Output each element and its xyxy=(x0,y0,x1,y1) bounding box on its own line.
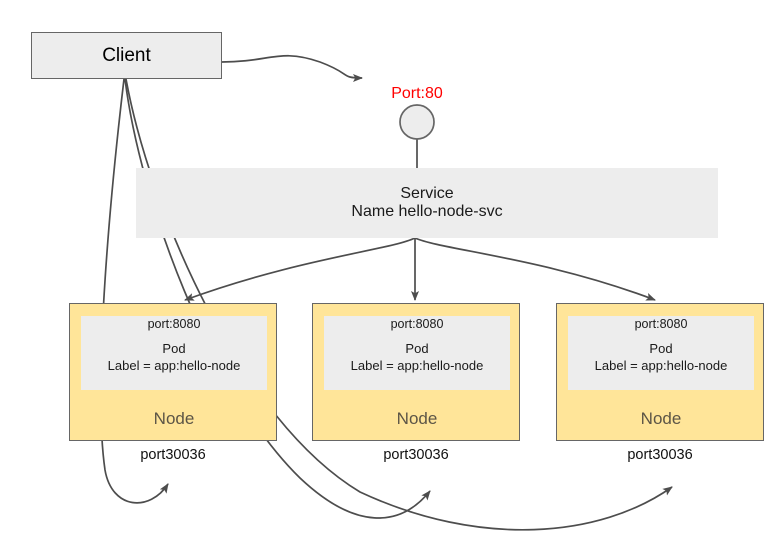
pod-port-label-3: port:8080 xyxy=(634,317,688,331)
connector-service-to-pod-1 xyxy=(184,237,416,301)
pod-box-1[interactable] xyxy=(81,316,267,390)
node-box-1[interactable]: port:8080 Pod Label = app:hello-node Nod… xyxy=(69,303,277,441)
port80-label: Port:80 xyxy=(391,85,443,102)
nodeport-label-1: port30036 xyxy=(140,447,206,463)
client-box[interactable]: Client xyxy=(31,32,222,79)
connector-client-to-port80 xyxy=(221,54,363,82)
service-bar[interactable]: Service Name hello-node-svc xyxy=(136,168,718,238)
pod-port-label-2: port:8080 xyxy=(390,317,444,331)
pod-port-label-1: port:8080 xyxy=(147,317,201,331)
nodeport-label-3: port30036 xyxy=(627,447,693,463)
pod-box-2[interactable] xyxy=(324,316,510,390)
service-name: Name hello-node-svc xyxy=(351,203,503,220)
pod-label-1: Label = app:hello-node xyxy=(107,358,241,373)
client-label: Client xyxy=(102,44,151,66)
node-box-2[interactable]: port:8080 Pod Label = app:hello-node Nod… xyxy=(312,303,520,441)
pod-title-2: Pod xyxy=(405,341,429,356)
pod-title-3: Pod xyxy=(649,341,673,356)
node-label-3: Node xyxy=(640,409,682,428)
service-title: Service xyxy=(400,185,454,202)
nodeport-label-2: port30036 xyxy=(383,447,449,463)
connector-service-to-pod-3 xyxy=(414,237,656,301)
node-label-2: Node xyxy=(396,409,438,428)
node-box-3[interactable]: port:8080 Pod Label = app:hello-node Nod… xyxy=(556,303,764,441)
pod-label-2: Label = app:hello-node xyxy=(350,358,484,373)
port80-circle xyxy=(399,104,435,140)
pod-box-3[interactable] xyxy=(568,316,754,390)
pod-label-3: Label = app:hello-node xyxy=(594,358,728,373)
pod-title-1: Pod xyxy=(162,341,186,356)
node-label-1: Node xyxy=(153,409,195,428)
